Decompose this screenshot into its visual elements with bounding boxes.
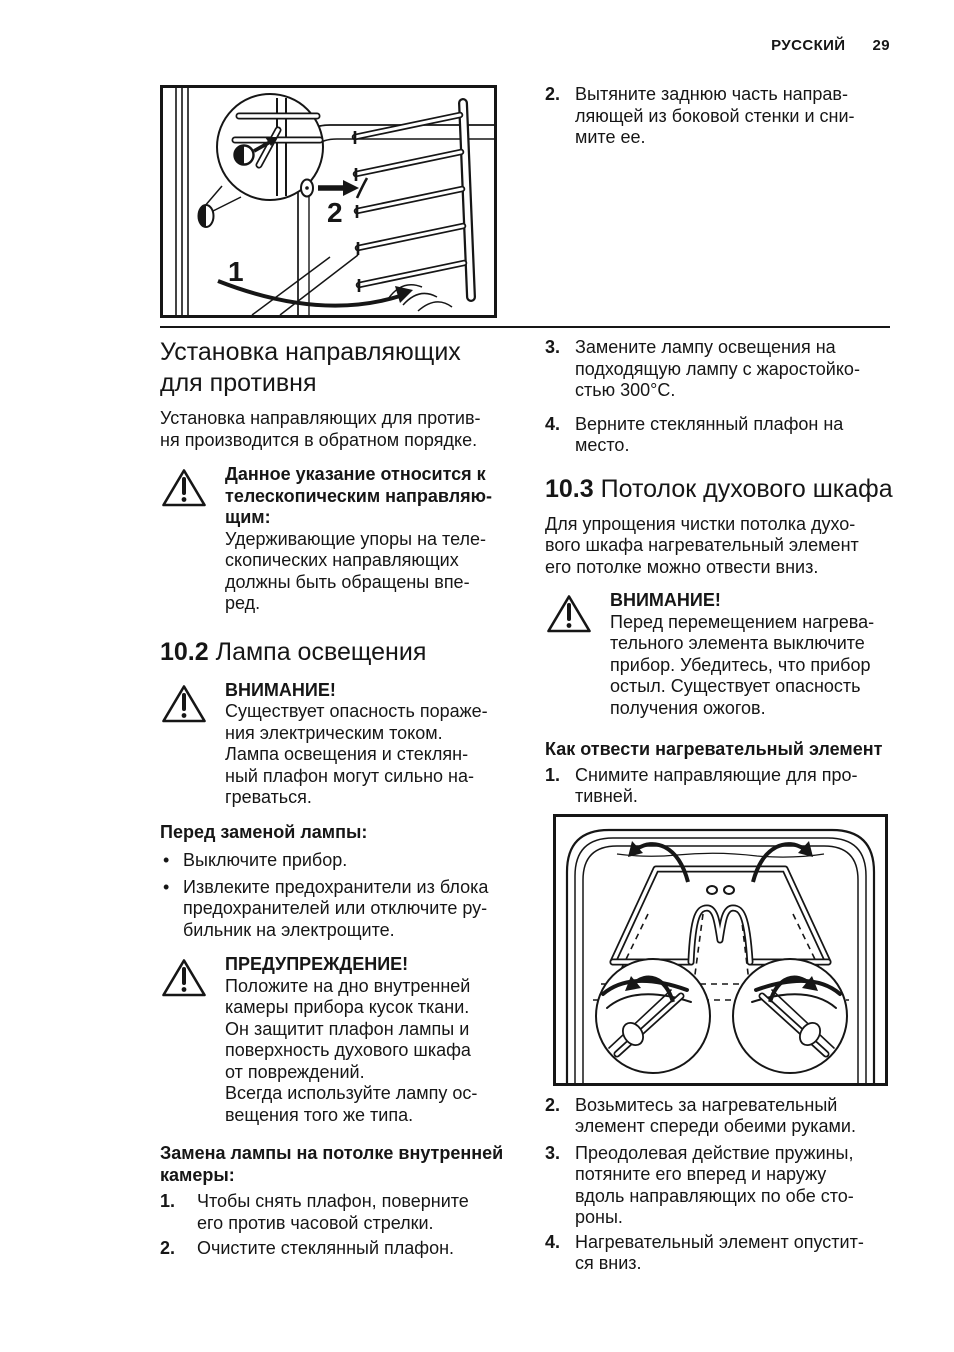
step-item: 1. Чтобы снять плафон, поверните его про…: [160, 1191, 512, 1234]
step-number: 1.: [545, 764, 561, 785]
caution-text: Перед перемещением нагрева- тельного эле…: [610, 611, 875, 718]
list-item-text: Извлеките предохранители из блока предох…: [183, 876, 489, 940]
rack-removal-illustration: 1 2: [160, 85, 497, 318]
page-number: 29: [872, 37, 890, 54]
caution-title: ВНИМАНИЕ!: [225, 679, 336, 700]
page-header: РУССКИЙ 29: [771, 37, 890, 54]
section-title-text: Лампа освещения: [215, 637, 427, 666]
figure-label-1: 1: [228, 256, 244, 287]
warning-title: ПРЕДУПРЕЖДЕНИЕ!: [225, 954, 409, 974]
before-lamp-heading: Перед заменой лампы:: [160, 821, 368, 842]
replace-lamp-heading: Замена лампы на потолке внутренней камер…: [160, 1143, 504, 1185]
lamp-step-4: 4. Верните стеклянный плафон на место.: [545, 414, 897, 457]
step-number: 1.: [160, 1191, 176, 1211]
warning-triangle-icon: [160, 464, 225, 509]
bullet-glyph: •: [163, 850, 170, 870]
warning-block-lamp: ПРЕДУПРЕЖДЕНИЕ! Положите на дно внутренн…: [160, 954, 512, 1126]
install-rails-title: Установка направляющих для противня: [160, 338, 461, 397]
ceiling-step-2: 2. Возьмитесь за нагревательный элемент …: [545, 1095, 897, 1138]
section-number: 10.3: [545, 474, 594, 503]
telescopic-note: Данное указание относится к телескопичес…: [160, 464, 512, 615]
note-body-text: Удерживающие упоры на теле- скопических …: [225, 528, 487, 614]
warning-text: Положите на дно внутренней камеры прибор…: [225, 975, 478, 1125]
list-item-text: Выключите прибор.: [183, 850, 348, 870]
step-number: 2.: [160, 1238, 176, 1258]
step-number: 3.: [545, 1142, 561, 1163]
warning-triangle-icon: [545, 590, 610, 635]
caution-block-lamp: ВНИМАНИЕ! Существует опасность пораже- н…: [160, 680, 512, 809]
figure-ceiling-element: [553, 813, 888, 1086]
caution-block-ceiling: ВНИМАНИЕ! Перед перемещением нагрева- те…: [545, 590, 897, 719]
ceiling-intro: Для упрощения чистки потолка духо- вого …: [545, 513, 859, 577]
list-item: • Выключите прибор.: [160, 850, 512, 872]
step-text: Возьмитесь за нагревательный элемент спе…: [575, 1094, 856, 1137]
step-item: 2. Очистите стеклянный плафон.: [160, 1238, 512, 1260]
step-text: Чтобы снять плафон, поверните его против…: [197, 1191, 469, 1233]
warning-triangle-icon: [160, 680, 225, 725]
step-text: Преодолевая действие пружины, потяните е…: [575, 1142, 854, 1228]
step-number: 4.: [545, 413, 561, 434]
before-lamp-list: • Выключите прибор. • Извлеките предохра…: [160, 850, 512, 941]
rail-removal-step-2: 2. Вытяните заднюю часть направ- ляющей …: [545, 84, 897, 149]
step-number: 2.: [545, 84, 561, 104]
step-number: 2.: [545, 1094, 561, 1115]
step-number: 4.: [545, 1231, 561, 1252]
section-number: 10.2: [160, 637, 209, 666]
figure-rack-removal: 1 2: [160, 85, 497, 318]
caution-title: ВНИМАНИЕ!: [610, 590, 721, 610]
figure-label-2: 2: [327, 197, 343, 228]
step-number: 3.: [545, 337, 561, 357]
step-text: Верните стеклянный плафон на место.: [575, 413, 844, 456]
how-to-heading: Как отвести нагревательный элемент: [545, 739, 883, 759]
ceiling-step-4: 4. Нагревательный элемент опустит- ся вн…: [545, 1232, 897, 1275]
right-column: 3. Замените лампу освещения на подходящу…: [545, 337, 897, 1275]
step-text: Замените лампу освещения на подходящую л…: [575, 337, 860, 400]
warning-triangle-icon: [160, 954, 225, 999]
step-text: Вытяните заднюю часть направ- ляющей из …: [575, 84, 855, 147]
section-title-text: Потолок духового шкафа: [600, 474, 893, 503]
ceiling-step-1: 1. Снимите направляющие для про- тивней.: [545, 765, 897, 808]
replace-lamp-steps: 1. Чтобы снять плафон, поверните его про…: [160, 1191, 512, 1260]
ceiling-step-3: 3. Преодолевая действие пружины, потянит…: [545, 1143, 897, 1229]
caution-text: Существует опасность пораже- ния электри…: [225, 701, 488, 807]
list-item: • Извлеките предохранители из блока пред…: [160, 877, 512, 942]
step-text: Снимите направляющие для про- тивней.: [575, 764, 858, 807]
bullet-glyph: •: [163, 876, 170, 897]
note-bold-text: Данное указание относится к телескопичес…: [225, 464, 493, 527]
language-label: РУССКИЙ: [771, 37, 846, 54]
step-text: Очистите стеклянный плафон.: [197, 1238, 455, 1258]
ceiling-element-illustration: [553, 813, 888, 1086]
section-divider: [160, 326, 890, 328]
left-column: Установка направляющих для противня Уста…: [160, 337, 512, 1260]
lamp-step-3: 3. Замените лампу освещения на подходящу…: [545, 337, 897, 402]
step-text: Нагревательный элемент опустит- ся вниз.: [575, 1231, 864, 1274]
install-rails-intro: Установка направляющих для против- ня пр…: [160, 408, 481, 450]
